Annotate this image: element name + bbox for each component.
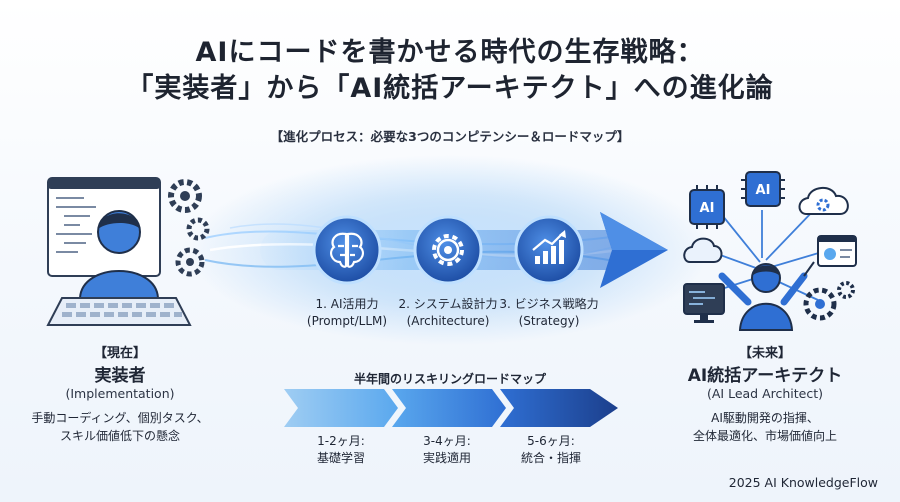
conductor-person-icon [718,261,815,331]
gears-icon [168,179,210,277]
future-desc-2: 全体最適化、市場価値向上 [692,429,837,443]
future-desc-1: AI駆動開発の指揮、 [711,411,819,425]
roadmap-phase-3-chevron [500,389,618,427]
ai-architect-illustration: AI AI [683,171,857,331]
ai-chip-icon-center: AI [741,171,785,207]
competency-2-sub: (Architecture) [406,314,490,328]
current-title: 実装者 [94,366,146,386]
competency-3-sub: (Strategy) [518,314,580,328]
svg-text:AI: AI [700,201,715,216]
page-title-line-2: 「実装者」から「AI統括アーキテクト」への進化論 [126,73,774,104]
roadmap-phase-2-chevron [392,389,506,427]
competency-1-name: 1. AI活用力 [315,297,379,311]
code-monitor-icon [683,283,725,323]
roadmap-phase-3: 5-6ヶ月: 統合・指揮 [506,433,596,467]
competency-circle-2 [413,215,483,285]
competency-1-sub: (Prompt/LLM) [306,314,388,328]
subtitle: 【進化プロセス：必要な3つのコンピテンシー＆ロードマップ】 [270,129,630,144]
roadmap-phase-1: 1-2ヶ月: 基礎学習 [296,433,386,467]
roadmap-phase-3-label: 統合・指揮 [520,451,581,465]
roadmap-phase-1-chevron [284,389,398,427]
credit-text: 2025 AI KnowledgeFlow [728,475,878,490]
gear-shield-icon [803,281,855,321]
roadmap-phase-2-label: 実践適用 [422,451,471,465]
svg-text:AI: AI [756,183,771,198]
cloud-icon [683,237,723,263]
current-desc-1: 手動コーディング、個別タスク、 [31,411,209,425]
current-english: (Implementation) [65,386,175,401]
roadmap-arrow [284,389,618,427]
ai-chip-icon-left: AI [689,185,725,229]
cloud-settings-icon [798,187,849,215]
competency-circle-3 [514,215,584,285]
competency-2-label: 2. システム設計力 (Architecture) [388,296,508,330]
current-desc-2: スキル価値低下の懸念 [59,429,180,443]
keyboard-icon [46,297,192,326]
brain-icon [330,232,364,268]
gear-icon [432,234,464,266]
current-tag: 【現在】 [93,346,146,361]
roadmap-title: 半年間のリスキリングロードマップ [353,372,546,386]
page-title-line-1: AIにコードを書かせる時代の生存戦略： [195,37,705,68]
implementer-illustration [46,177,210,326]
person-icon [78,210,160,299]
competency-3-name: 3. ビジネス戦略力 [499,297,599,311]
roadmap-phase-1-label: 基礎学習 [316,451,365,465]
roadmap-phase-1-period: 1-2ヶ月: [317,434,365,448]
roadmap-phase-2-period: 3-4ヶ月: [423,434,471,448]
roadmap-phase-2: 3-4ヶ月: 実践適用 [402,433,492,467]
competency-3-label: 3. ビジネス戦略力 (Strategy) [489,296,609,330]
future-english: (AI Lead Architect) [706,386,823,401]
future-tag: 【未来】 [738,346,791,361]
competency-1-label: 1. AI活用力 (Prompt/LLM) [287,296,407,330]
competency-circle-1 [312,215,382,285]
competency-2-name: 2. システム設計力 [398,297,498,311]
dashboard-icon [817,235,857,267]
future-state-block: 【未来】 AI統括アーキテクト (AI Lead Architect) AI駆動… [660,342,870,445]
roadmap-phase-3-period: 5-6ヶ月: [527,434,575,448]
growth-chart-icon [532,230,566,264]
current-state-block: 【現在】 実装者 (Implementation) 手動コーディング、個別タスク… [20,342,220,445]
future-title: AI統括アーキテクト [687,366,843,386]
